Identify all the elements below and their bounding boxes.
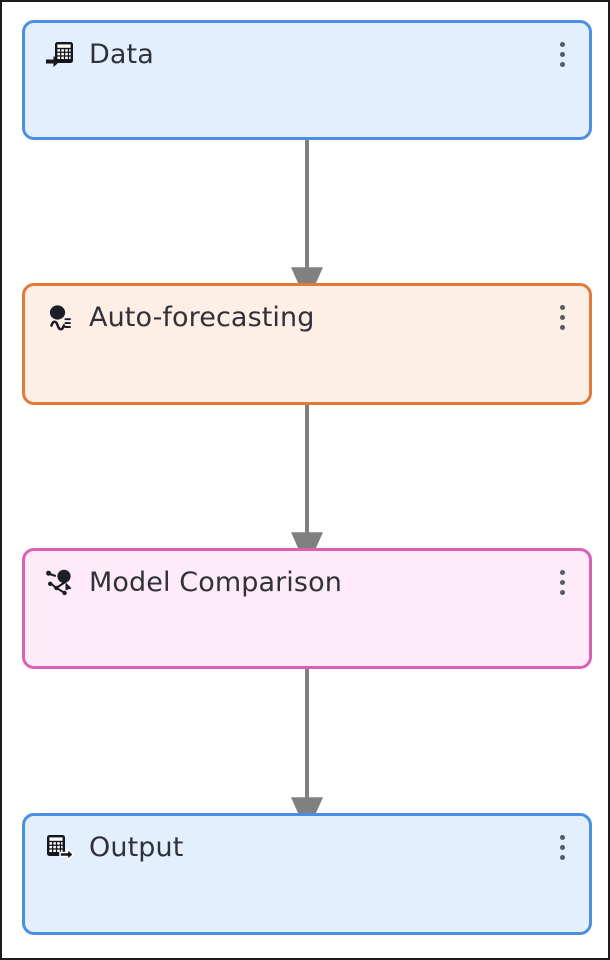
table-export-icon <box>43 830 77 864</box>
kebab-dot <box>559 324 565 330</box>
kebab-dot <box>559 304 565 310</box>
node-data[interactable]: Data <box>22 20 592 140</box>
kebab-menu-button[interactable] <box>549 565 575 599</box>
node-label: Model Comparison <box>89 566 342 598</box>
table-import-icon <box>43 37 77 71</box>
kebab-dot <box>559 589 565 595</box>
node-model-comparison[interactable]: Model Comparison <box>22 548 592 669</box>
kebab-dot <box>559 51 565 57</box>
kebab-dot <box>559 579 565 585</box>
node-label: Auto-forecasting <box>89 301 315 333</box>
kebab-dot <box>559 314 565 320</box>
network-graph-icon <box>43 565 77 599</box>
kebab-dot <box>559 569 565 575</box>
kebab-dot <box>559 61 565 67</box>
kebab-menu-button[interactable] <box>549 830 575 864</box>
node-output[interactable]: Output <box>22 813 592 935</box>
forecast-curve-icon <box>43 300 77 334</box>
kebab-menu-button[interactable] <box>549 37 575 71</box>
kebab-dot <box>559 854 565 860</box>
node-label: Output <box>89 831 184 863</box>
kebab-menu-button[interactable] <box>549 300 575 334</box>
kebab-dot <box>559 41 565 47</box>
kebab-dot <box>559 844 565 850</box>
kebab-dot <box>559 834 565 840</box>
node-auto-forecasting[interactable]: Auto-forecasting <box>22 283 592 405</box>
node-label: Data <box>89 38 154 70</box>
